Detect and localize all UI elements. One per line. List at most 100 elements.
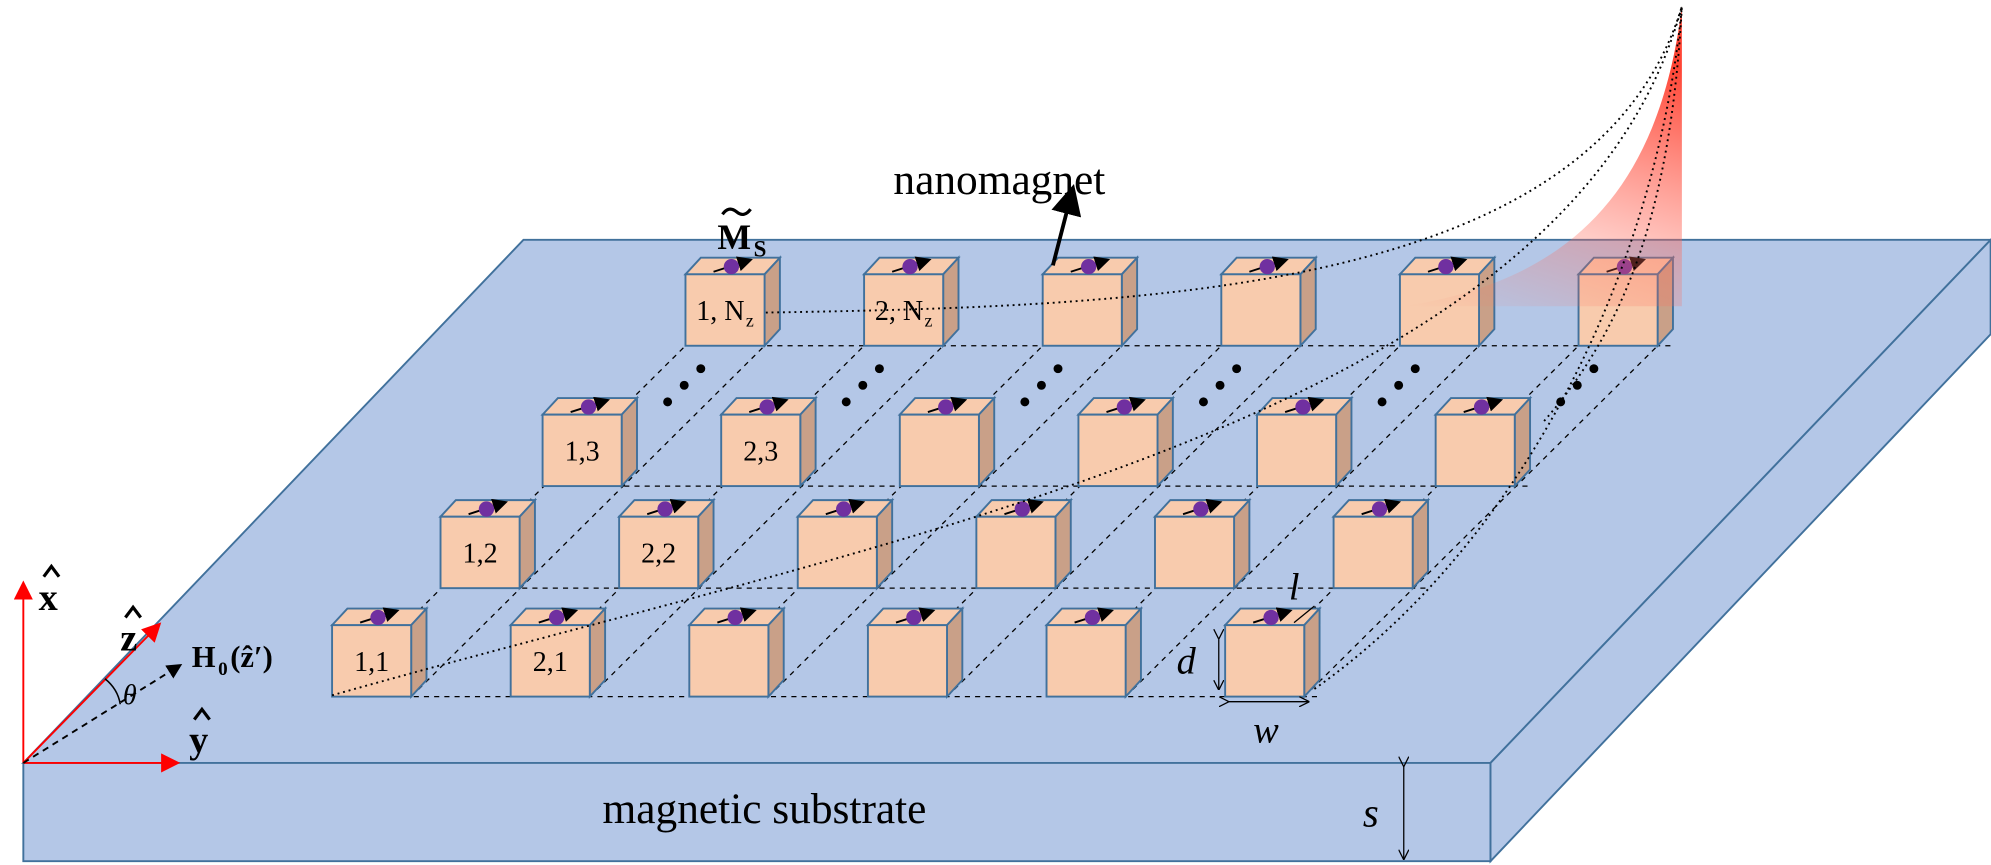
spin-wave xyxy=(331,6,1683,697)
lattice-column-line xyxy=(410,345,766,698)
nanomagnet-cube xyxy=(1219,255,1318,349)
nanomagnet-cube xyxy=(1222,606,1322,700)
cube-side-face xyxy=(588,606,607,700)
axis-x-hat-icon xyxy=(42,563,61,578)
lattice-column-line xyxy=(589,345,944,698)
cell-label: 1,1 xyxy=(354,647,389,678)
spin-ball-icon xyxy=(478,501,495,517)
ellipsis-dot xyxy=(696,364,706,374)
cube-side-face xyxy=(1335,395,1353,489)
ellipsis-dot xyxy=(858,380,868,390)
cube-front-face xyxy=(866,624,948,698)
cube-front-face xyxy=(1332,515,1414,590)
nanomagnet-cube xyxy=(1331,497,1431,591)
cube-front-face xyxy=(1041,273,1123,347)
lattice-column-line xyxy=(1125,345,1480,698)
ellipsis-dot xyxy=(1020,397,1030,407)
nanomagnet-cube: 2,1 xyxy=(508,606,608,700)
cube-front-face xyxy=(1224,624,1306,698)
theta-arc xyxy=(104,678,122,705)
nanomagnet-cube xyxy=(1152,497,1252,591)
cube-side-face xyxy=(1303,606,1321,700)
nanomagnet-cube xyxy=(1044,606,1144,700)
cell-label: 2,3 xyxy=(743,437,778,468)
nanomagnet-cube: 2, Nz xyxy=(861,255,961,349)
cube-front-face xyxy=(720,413,802,488)
spin-ball-icon xyxy=(1295,399,1311,415)
spin-ball-icon xyxy=(1080,258,1097,275)
dimension-markers: d w l s xyxy=(1177,567,1404,859)
spin-ball-icon xyxy=(1438,258,1454,275)
nanomagnet-cube: 1, Nz xyxy=(683,255,783,349)
spin-ball-icon xyxy=(370,609,386,626)
spin-ball-icon xyxy=(1259,258,1275,275)
cube-side-face xyxy=(518,497,536,591)
ellipsis-dot xyxy=(1572,380,1582,390)
axis-x-label: x xyxy=(39,577,58,619)
dim-d-label: d xyxy=(1177,641,1197,683)
cube-front-face xyxy=(796,515,878,590)
ellipsis-dot xyxy=(1410,364,1420,374)
cube-side-face xyxy=(1054,497,1072,591)
ellipsis-dot xyxy=(841,397,851,407)
spin-ball-icon xyxy=(548,609,565,626)
cube-front-face xyxy=(1398,273,1480,347)
axis-z-label: z xyxy=(120,618,137,660)
spin-ball-icon xyxy=(902,258,918,275)
spin-ball-icon xyxy=(906,609,922,626)
spin-ball-icon xyxy=(723,258,740,275)
spin-wave-envelope xyxy=(1403,6,1682,307)
ellipsis-dot xyxy=(1053,364,1063,374)
ellipsis-dot xyxy=(1377,397,1387,407)
cube-front-face xyxy=(618,515,700,590)
nanomagnet-cube xyxy=(897,395,997,489)
ellipsis-dot xyxy=(1232,364,1242,374)
spin-ball-icon xyxy=(657,501,673,517)
nanomagnet-cube xyxy=(974,497,1073,591)
spin-ball-icon xyxy=(580,399,597,415)
cube-side-face xyxy=(620,395,638,489)
cube-side-face xyxy=(977,395,996,489)
cube-side-face xyxy=(942,255,960,349)
cell-label: 1,3 xyxy=(565,437,600,468)
cell-label: 2,1 xyxy=(533,647,568,678)
nanomagnet-cube xyxy=(1397,255,1497,349)
cube-front-face xyxy=(1220,273,1302,347)
nanomagnet-cube xyxy=(1433,395,1533,489)
nanomagnet-cube xyxy=(687,606,786,700)
spin-ball-icon xyxy=(1473,399,1490,415)
nanomagnet-cube: 2,3 xyxy=(719,395,818,489)
spin-ball-icon xyxy=(938,399,954,415)
nanomagnet-cube: 1,3 xyxy=(540,395,640,489)
lattice-column-line xyxy=(1303,345,1659,698)
spin-ball-icon xyxy=(759,399,775,415)
cube-front-face xyxy=(541,413,623,488)
dim-w-label: w xyxy=(1253,710,1279,752)
axis-z-hat-icon xyxy=(124,604,142,619)
cube-side-face xyxy=(1411,497,1429,591)
spin-ball-icon xyxy=(727,609,743,626)
cell-label: 2, Nz xyxy=(875,296,933,330)
nanomagnet-cube xyxy=(795,497,895,591)
dim-l-line xyxy=(1293,605,1315,624)
cube-front-face xyxy=(898,413,980,488)
ellipsis-dot xyxy=(1394,380,1404,390)
spin-ball-icon xyxy=(1263,609,1279,626)
theta-label: θ xyxy=(123,680,137,711)
cell-label: 1, Nz xyxy=(696,296,754,330)
cube-front-face xyxy=(688,624,770,698)
cube-side-face xyxy=(799,395,817,489)
cell-label: 1,2 xyxy=(463,539,498,570)
substrate-label: magnetic substrate xyxy=(603,785,927,833)
axis-y-hat-icon xyxy=(193,706,211,721)
cube-side-face xyxy=(1233,497,1251,591)
cube-side-face xyxy=(763,255,781,349)
nanomagnet-label: nanomagnet xyxy=(893,156,1105,204)
nanomagnet-cube: 2,2 xyxy=(616,497,716,591)
cube-side-face xyxy=(875,497,894,591)
cube-front-face xyxy=(684,273,766,347)
cube-front-face xyxy=(1045,624,1127,698)
